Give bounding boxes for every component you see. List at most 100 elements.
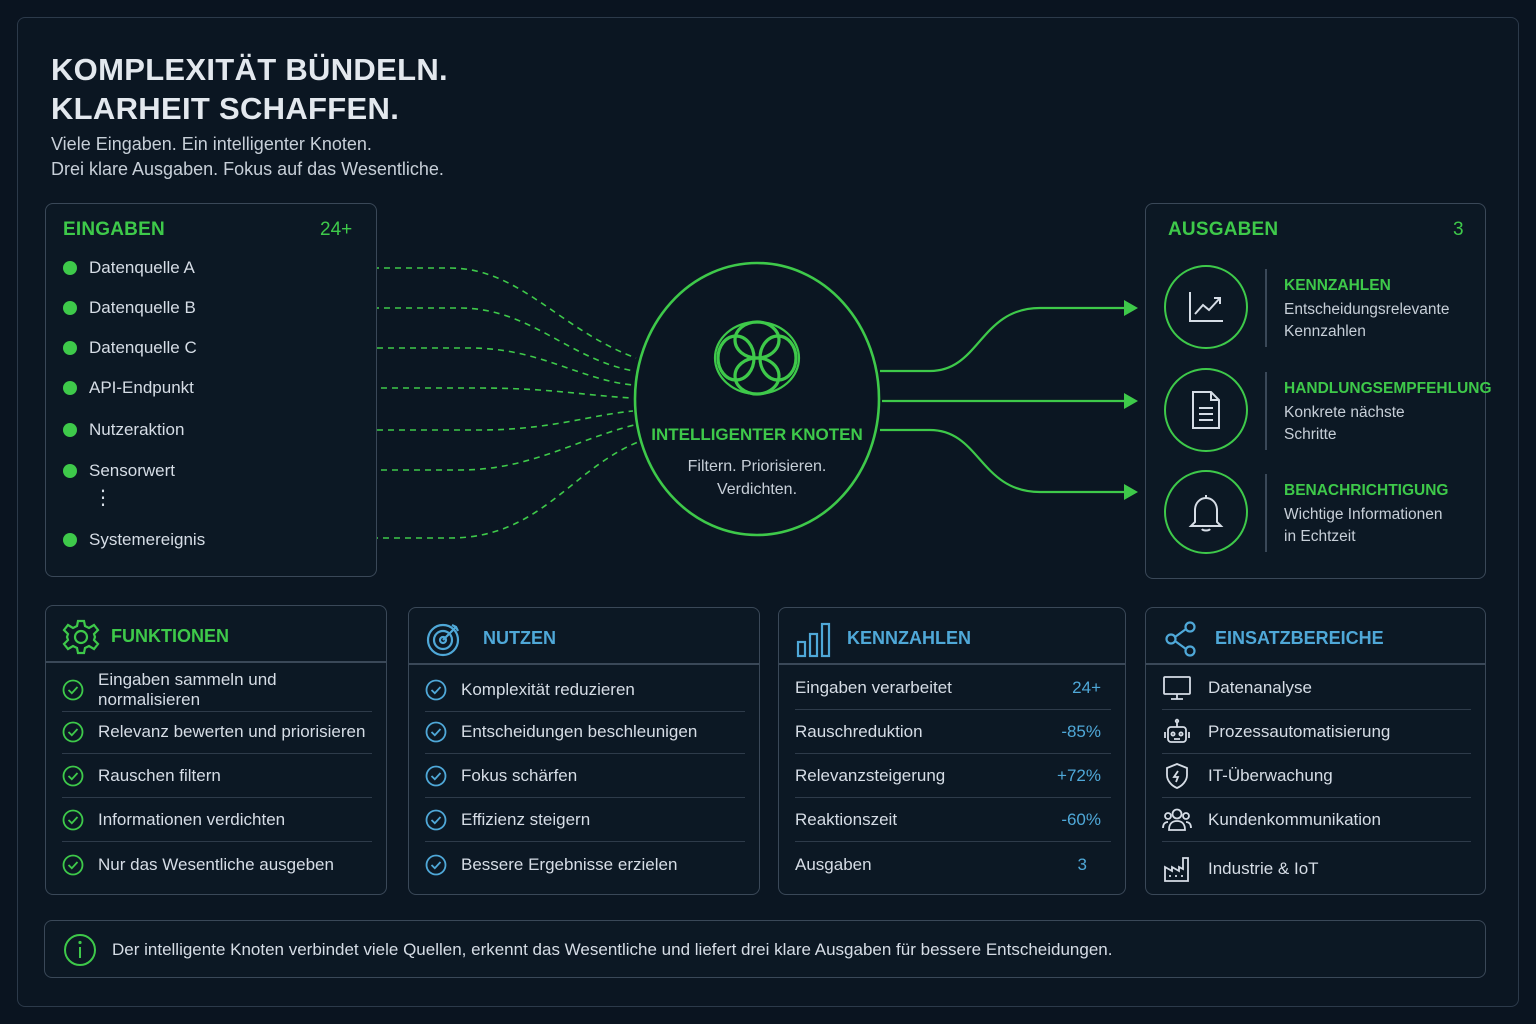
output-desc-line: Kennzahlen bbox=[1284, 323, 1366, 340]
output-desc-line: Konkrete nächste bbox=[1284, 404, 1405, 421]
output-title: BENACHRICHTIGUNG bbox=[1284, 482, 1449, 499]
input-label: Datenquelle B bbox=[89, 298, 196, 317]
output-desc-line: in Echtzeit bbox=[1284, 528, 1356, 545]
input-line-4 bbox=[216, 387, 634, 399]
card-divider bbox=[779, 663, 1125, 665]
info-footer: Der intelligente Knoten verbindet viele … bbox=[44, 920, 1486, 978]
list-item: Effizienz steigern bbox=[425, 798, 745, 842]
list-item: Datenanalyse bbox=[1162, 666, 1471, 710]
output-desc-line: Entscheidungsrelevante bbox=[1284, 301, 1450, 318]
metric-value: -60% bbox=[1061, 809, 1101, 829]
check-circle-icon bbox=[62, 721, 84, 742]
output-item-benachrichtigung: BENACHRICHTIGUNG Wichtige Informationen … bbox=[1164, 470, 1474, 556]
card-title: EINSATZBEREICHE bbox=[1215, 628, 1384, 648]
list-item-label: Datenanalyse bbox=[1208, 677, 1312, 697]
status-dot bbox=[63, 341, 77, 355]
check-circle-icon bbox=[62, 809, 84, 830]
card-divider bbox=[46, 661, 386, 663]
arrowhead-3 bbox=[1124, 484, 1138, 500]
check-circle-icon bbox=[425, 765, 447, 786]
shield-icon bbox=[1166, 762, 1188, 789]
list-item: Prozessautomatisierung bbox=[1162, 710, 1471, 754]
subtitle-line-1: Viele Eingaben. Ein intelligenter Knoten… bbox=[51, 134, 372, 154]
output-desc-line: Wichtige Informationen bbox=[1284, 506, 1443, 523]
input-label: Nutzeraktion bbox=[89, 420, 185, 439]
metric-label: Ausgaben bbox=[795, 855, 872, 874]
trend-chart-icon bbox=[1189, 292, 1223, 322]
arrowhead-1 bbox=[1124, 300, 1138, 316]
list-item-label: Prozessautomatisierung bbox=[1208, 721, 1391, 741]
node-desc-line: Filtern. Priorisieren. bbox=[687, 458, 827, 475]
metric-label: Relevanzsteigerung bbox=[795, 765, 946, 785]
list-item-label: Komplexität reduzieren bbox=[461, 679, 635, 699]
input-label: Datenquelle A bbox=[89, 258, 195, 277]
output-separator bbox=[1265, 372, 1267, 450]
output-title: HANDLUNGSEMPFEHLUNG bbox=[1284, 380, 1492, 397]
metric-row: Eingaben verarbeitet 24+ bbox=[795, 666, 1111, 710]
card-title: FUNKTIONEN bbox=[111, 626, 229, 646]
input-item: Systemereignis bbox=[63, 530, 205, 550]
footer-text: Der intelligente Knoten verbindet viele … bbox=[112, 940, 1113, 959]
list-item: Informationen verdichten bbox=[62, 798, 372, 842]
output-line-3 bbox=[880, 428, 1124, 494]
input-item: API-Endpunkt bbox=[63, 378, 194, 398]
check-circle-icon bbox=[62, 854, 84, 876]
input-line-1 bbox=[208, 267, 637, 359]
more-inputs-ellipsis: ⋮ bbox=[93, 487, 113, 509]
metric-label: Rauschreduktion bbox=[795, 721, 923, 741]
input-item: Datenquelle C bbox=[63, 338, 197, 358]
list-item-label: Nur das Wesentliche ausgeben bbox=[98, 855, 334, 874]
input-item: Datenquelle B bbox=[63, 298, 196, 318]
check-circle-icon bbox=[62, 679, 84, 700]
output-icon-circle bbox=[1164, 265, 1248, 349]
gear-icon bbox=[62, 619, 100, 655]
status-dot bbox=[63, 301, 77, 315]
check-circle-icon bbox=[425, 679, 447, 700]
output-separator bbox=[1265, 269, 1267, 347]
status-dot bbox=[63, 261, 77, 275]
list-item: Fokus schärfen bbox=[425, 754, 745, 798]
status-dot bbox=[63, 423, 77, 437]
document-icon bbox=[1192, 391, 1220, 429]
central-node bbox=[633, 261, 881, 537]
metric-value: 24+ bbox=[1072, 677, 1101, 697]
bar-chart-icon bbox=[796, 622, 831, 658]
list-item: Nur das Wesentliche ausgeben bbox=[62, 843, 372, 887]
list-item: Eingaben sammeln und normalisieren bbox=[62, 668, 372, 712]
status-dot bbox=[63, 464, 77, 478]
list-item-label: Entscheidungen beschleunigen bbox=[461, 721, 698, 741]
list-item-label: Bessere Ergebnisse erzielen bbox=[461, 855, 678, 874]
status-dot bbox=[63, 381, 77, 395]
inputs-count: 24+ bbox=[320, 219, 353, 240]
bell-icon bbox=[1188, 495, 1224, 532]
list-item: Bessere Ergebnisse erzielen bbox=[425, 843, 745, 887]
title-line-2: KLARHEIT SCHAFFEN. bbox=[51, 91, 400, 126]
output-desc-line: Schritte bbox=[1284, 426, 1337, 443]
node-desc-line: Verdichten. bbox=[716, 481, 798, 498]
input-line-5 bbox=[212, 410, 634, 431]
metric-row: Relevanzsteigerung+72% bbox=[795, 754, 1111, 798]
metric-label: Eingaben verarbeitet bbox=[795, 677, 952, 697]
card-divider bbox=[1146, 663, 1485, 665]
list-item: Industrie & IoT bbox=[1162, 847, 1471, 891]
input-item: Nutzeraktion bbox=[63, 420, 184, 440]
node-description: Filtern. Priorisieren. Verdichten. bbox=[636, 455, 878, 501]
status-dot bbox=[63, 533, 77, 547]
list-item: Rauschen filtern bbox=[62, 754, 372, 798]
info-icon bbox=[64, 934, 96, 966]
outputs-count: 3 bbox=[1453, 219, 1464, 240]
list-item: Entscheidungen beschleunigen bbox=[425, 710, 745, 754]
monitor-icon bbox=[1163, 675, 1191, 700]
card-title: KENNZAHLEN bbox=[847, 628, 971, 648]
list-item-label: Kundenkommunikation bbox=[1208, 809, 1381, 829]
arrowhead-2 bbox=[1124, 393, 1138, 409]
list-item: IT-Überwachung bbox=[1162, 754, 1471, 798]
title-line-1: KOMPLEXITÄT BÜNDELN. bbox=[51, 52, 448, 87]
robot-icon bbox=[1164, 718, 1190, 743]
users-icon bbox=[1162, 808, 1192, 831]
input-line-6 bbox=[216, 424, 635, 471]
list-item-label: Fokus schärfen bbox=[461, 765, 578, 785]
check-circle-icon bbox=[62, 765, 84, 786]
metric-label: Reaktionszeit bbox=[795, 809, 898, 829]
input-item: Datenquelle A bbox=[63, 258, 195, 278]
